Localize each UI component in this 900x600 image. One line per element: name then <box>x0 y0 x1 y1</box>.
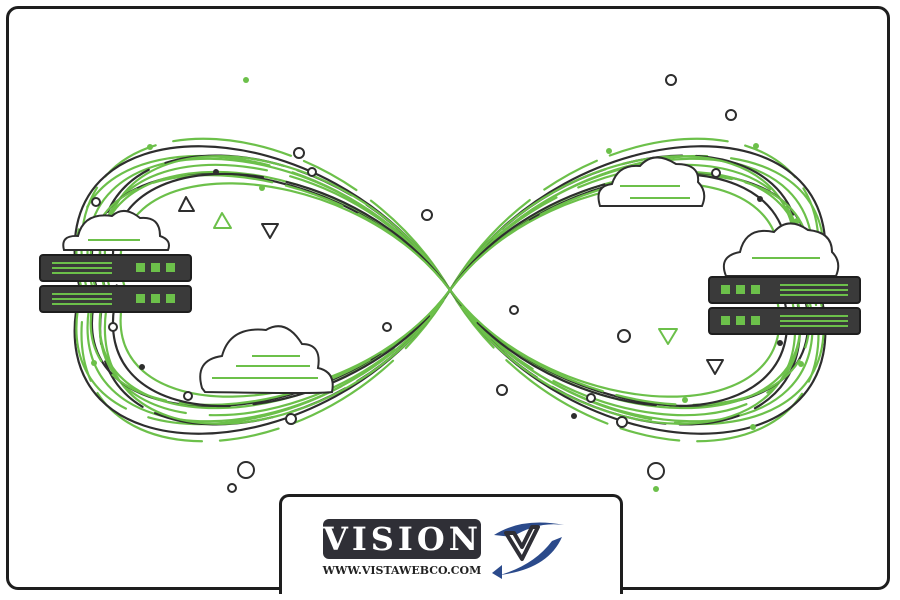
vision-wordmark: VISION <box>323 519 482 559</box>
strand-node <box>571 413 577 419</box>
strand-node <box>794 218 800 224</box>
strand-node <box>496 384 508 396</box>
strand-node <box>293 147 305 159</box>
server-rack-icon <box>708 276 861 335</box>
strand-node <box>725 109 737 121</box>
strand-node <box>750 424 756 430</box>
infinity-strands <box>73 137 827 443</box>
strand-node <box>647 462 665 480</box>
cloud-icon <box>722 222 840 277</box>
strand-node <box>586 393 596 403</box>
strand-node <box>213 169 219 175</box>
triangle-marker-icon <box>178 196 724 375</box>
strand-node <box>307 167 317 177</box>
website-url: WWW.VISTAWEBCO.COM <box>322 564 482 577</box>
strand-node <box>382 322 392 332</box>
strand-node <box>682 397 688 403</box>
strand-node <box>421 209 433 221</box>
strand-node <box>259 185 265 191</box>
strand-node <box>139 364 145 370</box>
strand-node <box>91 197 101 207</box>
strand-node <box>183 391 193 401</box>
cloud-icon <box>62 210 170 251</box>
strand-node <box>91 360 97 366</box>
strand-nodes <box>91 74 804 493</box>
strand-node <box>711 168 721 178</box>
strand-node <box>617 329 631 343</box>
strand-node <box>243 77 249 83</box>
strand-node <box>606 148 612 154</box>
strand-node <box>285 413 297 425</box>
strand-node <box>237 461 255 479</box>
strand-node <box>509 305 519 315</box>
vision-swoosh-emblem-icon <box>492 522 564 579</box>
strand-node <box>798 361 804 367</box>
strand-node <box>753 143 759 149</box>
strand-node <box>227 483 237 493</box>
strand-node <box>108 322 118 332</box>
strand-node <box>616 416 628 428</box>
strand-node <box>777 340 783 346</box>
cloud-icon <box>597 156 706 207</box>
cloud-icon <box>199 325 334 394</box>
strand-node <box>147 144 153 150</box>
logo-panel: VISION WWW.VISTAWEBCO.COM <box>279 494 623 594</box>
server-rack-icon <box>39 254 192 313</box>
strand-node <box>757 196 763 202</box>
infinity-strand <box>119 182 781 398</box>
strand-node <box>665 74 677 86</box>
strand-node <box>653 486 659 492</box>
